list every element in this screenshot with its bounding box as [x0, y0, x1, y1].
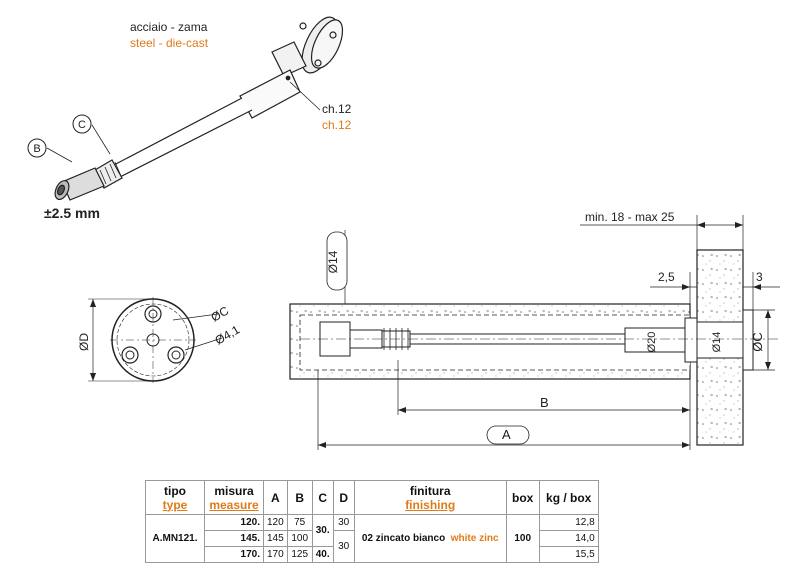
dim-dia14-inner: Ø14 — [711, 332, 723, 353]
dim-dia14-vertical: Ø14 — [326, 250, 340, 273]
material-en: steel - die-cast — [130, 36, 209, 50]
cell-code: A.MN121. — [145, 514, 205, 563]
cell-a: 170 — [263, 546, 288, 563]
cell-finish: 02 zincato bianco white zinc — [353, 514, 507, 563]
dim-wall-range: min. 18 - max 25 — [585, 210, 675, 224]
cell-a: 145 — [263, 530, 288, 547]
callout-c: C — [72, 114, 92, 134]
svg-text:B: B — [33, 143, 40, 155]
dim-gap-right: 3 — [756, 270, 763, 284]
dim-flange-dd: ØD — [77, 333, 91, 351]
dim-flange-d41: Ø4,1 — [213, 322, 243, 347]
svg-text:C: C — [78, 119, 86, 131]
cell-d: 30 — [332, 530, 355, 563]
table-row: A.MN121. 120. 120 75 30. 30 02 zincato b… — [145, 514, 599, 563]
dim-gap-left: 2,5 — [658, 270, 675, 284]
dim-b: B — [540, 395, 549, 410]
cell-kg: 14,0 — [538, 530, 599, 547]
flange-front-view — [88, 297, 223, 383]
cell-misura: 170. — [204, 546, 264, 563]
tolerance: ±2.5 mm — [44, 205, 100, 221]
table-row: 170. 170 125 40. 15,5 — [146, 546, 599, 563]
section-view — [289, 215, 780, 450]
cell-kg: 12,8 — [538, 514, 599, 531]
col-b: B — [286, 480, 313, 515]
col-a: A — [263, 480, 288, 515]
cell-c-first: 30. — [311, 514, 334, 547]
cell-kg: 15,5 — [538, 546, 599, 563]
col-c: C — [311, 480, 334, 515]
material-it: acciaio - zama — [130, 20, 208, 34]
cell-misura: 120. — [204, 514, 264, 531]
cell-b: 100 — [286, 530, 313, 547]
col-kg-box: kg / box — [538, 480, 599, 515]
table-row: 145. 145 100 30 14,0 — [146, 530, 599, 563]
anchor-isometric — [46, 16, 344, 201]
cell-b: 125 — [286, 546, 313, 563]
cell-c-second: 40. — [311, 546, 334, 563]
cell-box: 100 — [505, 514, 540, 563]
col-box: box — [505, 480, 540, 515]
callout-b: B — [27, 138, 47, 158]
cell-d: 30 — [332, 514, 355, 531]
cell-misura: 145. — [204, 530, 264, 547]
cell-b: 75 — [286, 514, 313, 531]
wrench-it: ch.12 — [322, 102, 352, 116]
dim-flange-dc: ØC — [209, 303, 232, 324]
wrench-en: ch.12 — [322, 118, 352, 132]
dim-dia-c-right: ØC — [750, 332, 765, 352]
dim-a: A — [502, 427, 511, 442]
cell-a: 120 — [263, 514, 288, 531]
dim-dia20: Ø20 — [646, 332, 658, 353]
col-d: D — [332, 480, 355, 515]
